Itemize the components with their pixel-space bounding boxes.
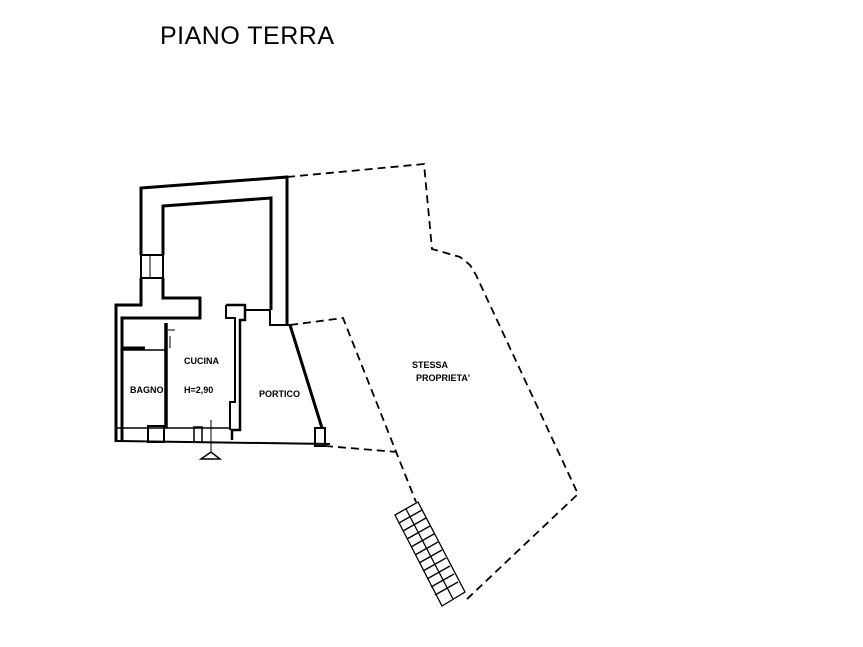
building-walls [114, 175, 331, 452]
room-height-cucina: H=2,90 [184, 385, 213, 395]
room-label-cucina: CUCINA [184, 356, 219, 366]
stairs [394, 501, 466, 607]
entrance-arrow-icon [198, 451, 223, 460]
room-label-bagno: BAGNO [130, 385, 164, 395]
room-label-portico: PORTICO [259, 389, 300, 399]
plan-title: PIANO TERRA [160, 22, 335, 50]
property-boundary [286, 163, 580, 601]
area-label-stessa: STESSA [412, 360, 449, 370]
area-label-proprieta: PROPRIETA' [416, 373, 470, 383]
